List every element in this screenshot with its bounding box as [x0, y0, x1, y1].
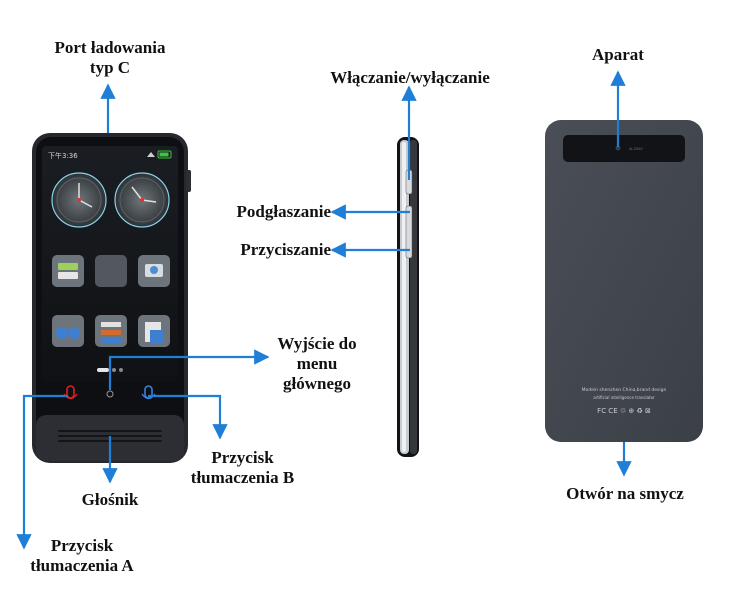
certification-marks: FC CE ♲ ⊕ ♻ ⊠: [597, 407, 651, 415]
arrow-home: [108, 349, 270, 390]
back-body: [545, 120, 703, 442]
label-speaker: Głośnik: [81, 490, 139, 509]
camera-window: [563, 135, 685, 162]
svg-text:AI-2000: AI-2000: [629, 147, 643, 151]
clock-widget-left: [51, 172, 107, 228]
clock-widget-right: [114, 172, 170, 228]
app-icons: [52, 255, 170, 347]
app-icon-1: [52, 255, 84, 287]
label-volume-up: Podgłaszanie: [236, 202, 331, 221]
label-power: Włączanie/wyłączanie: [330, 68, 490, 87]
label-usb-port: Port ładowania typ C: [54, 38, 166, 77]
side-device: [397, 137, 419, 457]
back-print-1: Modein shenzhen China,brand design: [582, 387, 667, 393]
label-button-b: Przycisk tłumaczenia B: [190, 448, 295, 487]
callout-arrows: [16, 70, 632, 550]
label-camera: Aparat: [592, 45, 644, 64]
back-device: AI-2000 Modein shenzhen China,brand desi…: [545, 120, 703, 442]
arrow-button-a: [16, 394, 68, 550]
wifi-icon: [147, 152, 155, 157]
app-icon-2: [95, 255, 127, 287]
app-icon-4: [52, 315, 84, 347]
label-lanyard: Otwór na smycz: [566, 484, 684, 503]
label-volume-down: Przyciszanie: [240, 240, 331, 259]
back-print-2: artificial intelligence translator: [593, 395, 655, 400]
home-circle-icon: [106, 390, 114, 398]
label-home: Wyjście do menu głównego: [277, 334, 357, 393]
front-device: 下午3:36: [32, 133, 191, 463]
status-time: 下午3:36: [48, 151, 78, 160]
volume-rocker: [405, 205, 413, 259]
arrow-button-b: [148, 394, 228, 440]
label-button-a: Przycisk tłumaczenia A: [30, 536, 134, 575]
